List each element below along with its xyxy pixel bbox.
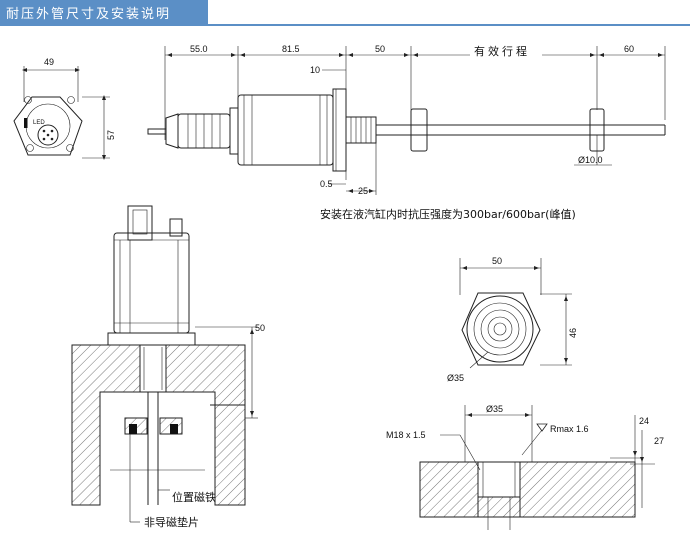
flange-height-label: 46 bbox=[568, 328, 578, 338]
mount-view: 50 位置磁铁 非导磁垫片 bbox=[71, 205, 265, 529]
dim-25: 25 bbox=[358, 186, 368, 196]
rod-diameter-label: Ø10.0 bbox=[578, 155, 603, 165]
roughness-label: Rmax 1.6 bbox=[550, 424, 589, 434]
flange-dia-label: Ø35 bbox=[447, 373, 464, 383]
title-banner: 耐压外管尺寸及安装说明 bbox=[0, 0, 208, 24]
flange-width-label: 50 bbox=[492, 256, 502, 266]
page-title: 耐压外管尺寸及安装说明 bbox=[6, 7, 172, 22]
flange-view: 50 46 Ø35 bbox=[447, 256, 578, 383]
dim-10: 10 bbox=[310, 65, 320, 75]
end-width-label: 49 bbox=[44, 57, 54, 67]
spacer-label: 非导磁垫片 bbox=[144, 515, 199, 529]
side-view: 55.0 81.5 50 有效行程 60 bbox=[147, 44, 666, 196]
title-rule bbox=[0, 24, 690, 26]
hex-body bbox=[13, 96, 83, 156]
end-height-label: 57 bbox=[106, 130, 116, 140]
dim-50: 50 bbox=[375, 44, 385, 54]
depth-24-label: 24 bbox=[639, 416, 649, 426]
port-view: Ø35 M18 x 1.5 Rmax 1.6 24 27 bbox=[386, 404, 664, 530]
magnet-label: 位置磁铁 bbox=[172, 490, 216, 504]
end-view: 49 LED 57 bbox=[13, 57, 116, 160]
roughness-icon bbox=[536, 423, 548, 432]
mount-depth-label: 50 bbox=[255, 323, 265, 333]
dim-0-5: 0.5 bbox=[320, 179, 333, 189]
thread-label: M18 x 1.5 bbox=[386, 430, 426, 440]
dim-81-5: 81.5 bbox=[282, 44, 300, 54]
effective-stroke-label: 有效行程 bbox=[474, 44, 530, 58]
dim-60: 60 bbox=[624, 44, 634, 54]
led-label: LED bbox=[33, 120, 45, 126]
dim-55: 55.0 bbox=[190, 44, 208, 54]
pressure-note: 安装在液汽缸内时抗压强度为300bar/600bar(峰值) bbox=[320, 207, 576, 221]
led-indicator bbox=[24, 118, 28, 128]
magnet-start bbox=[410, 108, 428, 152]
port-bore-label: Ø35 bbox=[486, 404, 503, 414]
depth-27-label: 27 bbox=[654, 436, 664, 446]
